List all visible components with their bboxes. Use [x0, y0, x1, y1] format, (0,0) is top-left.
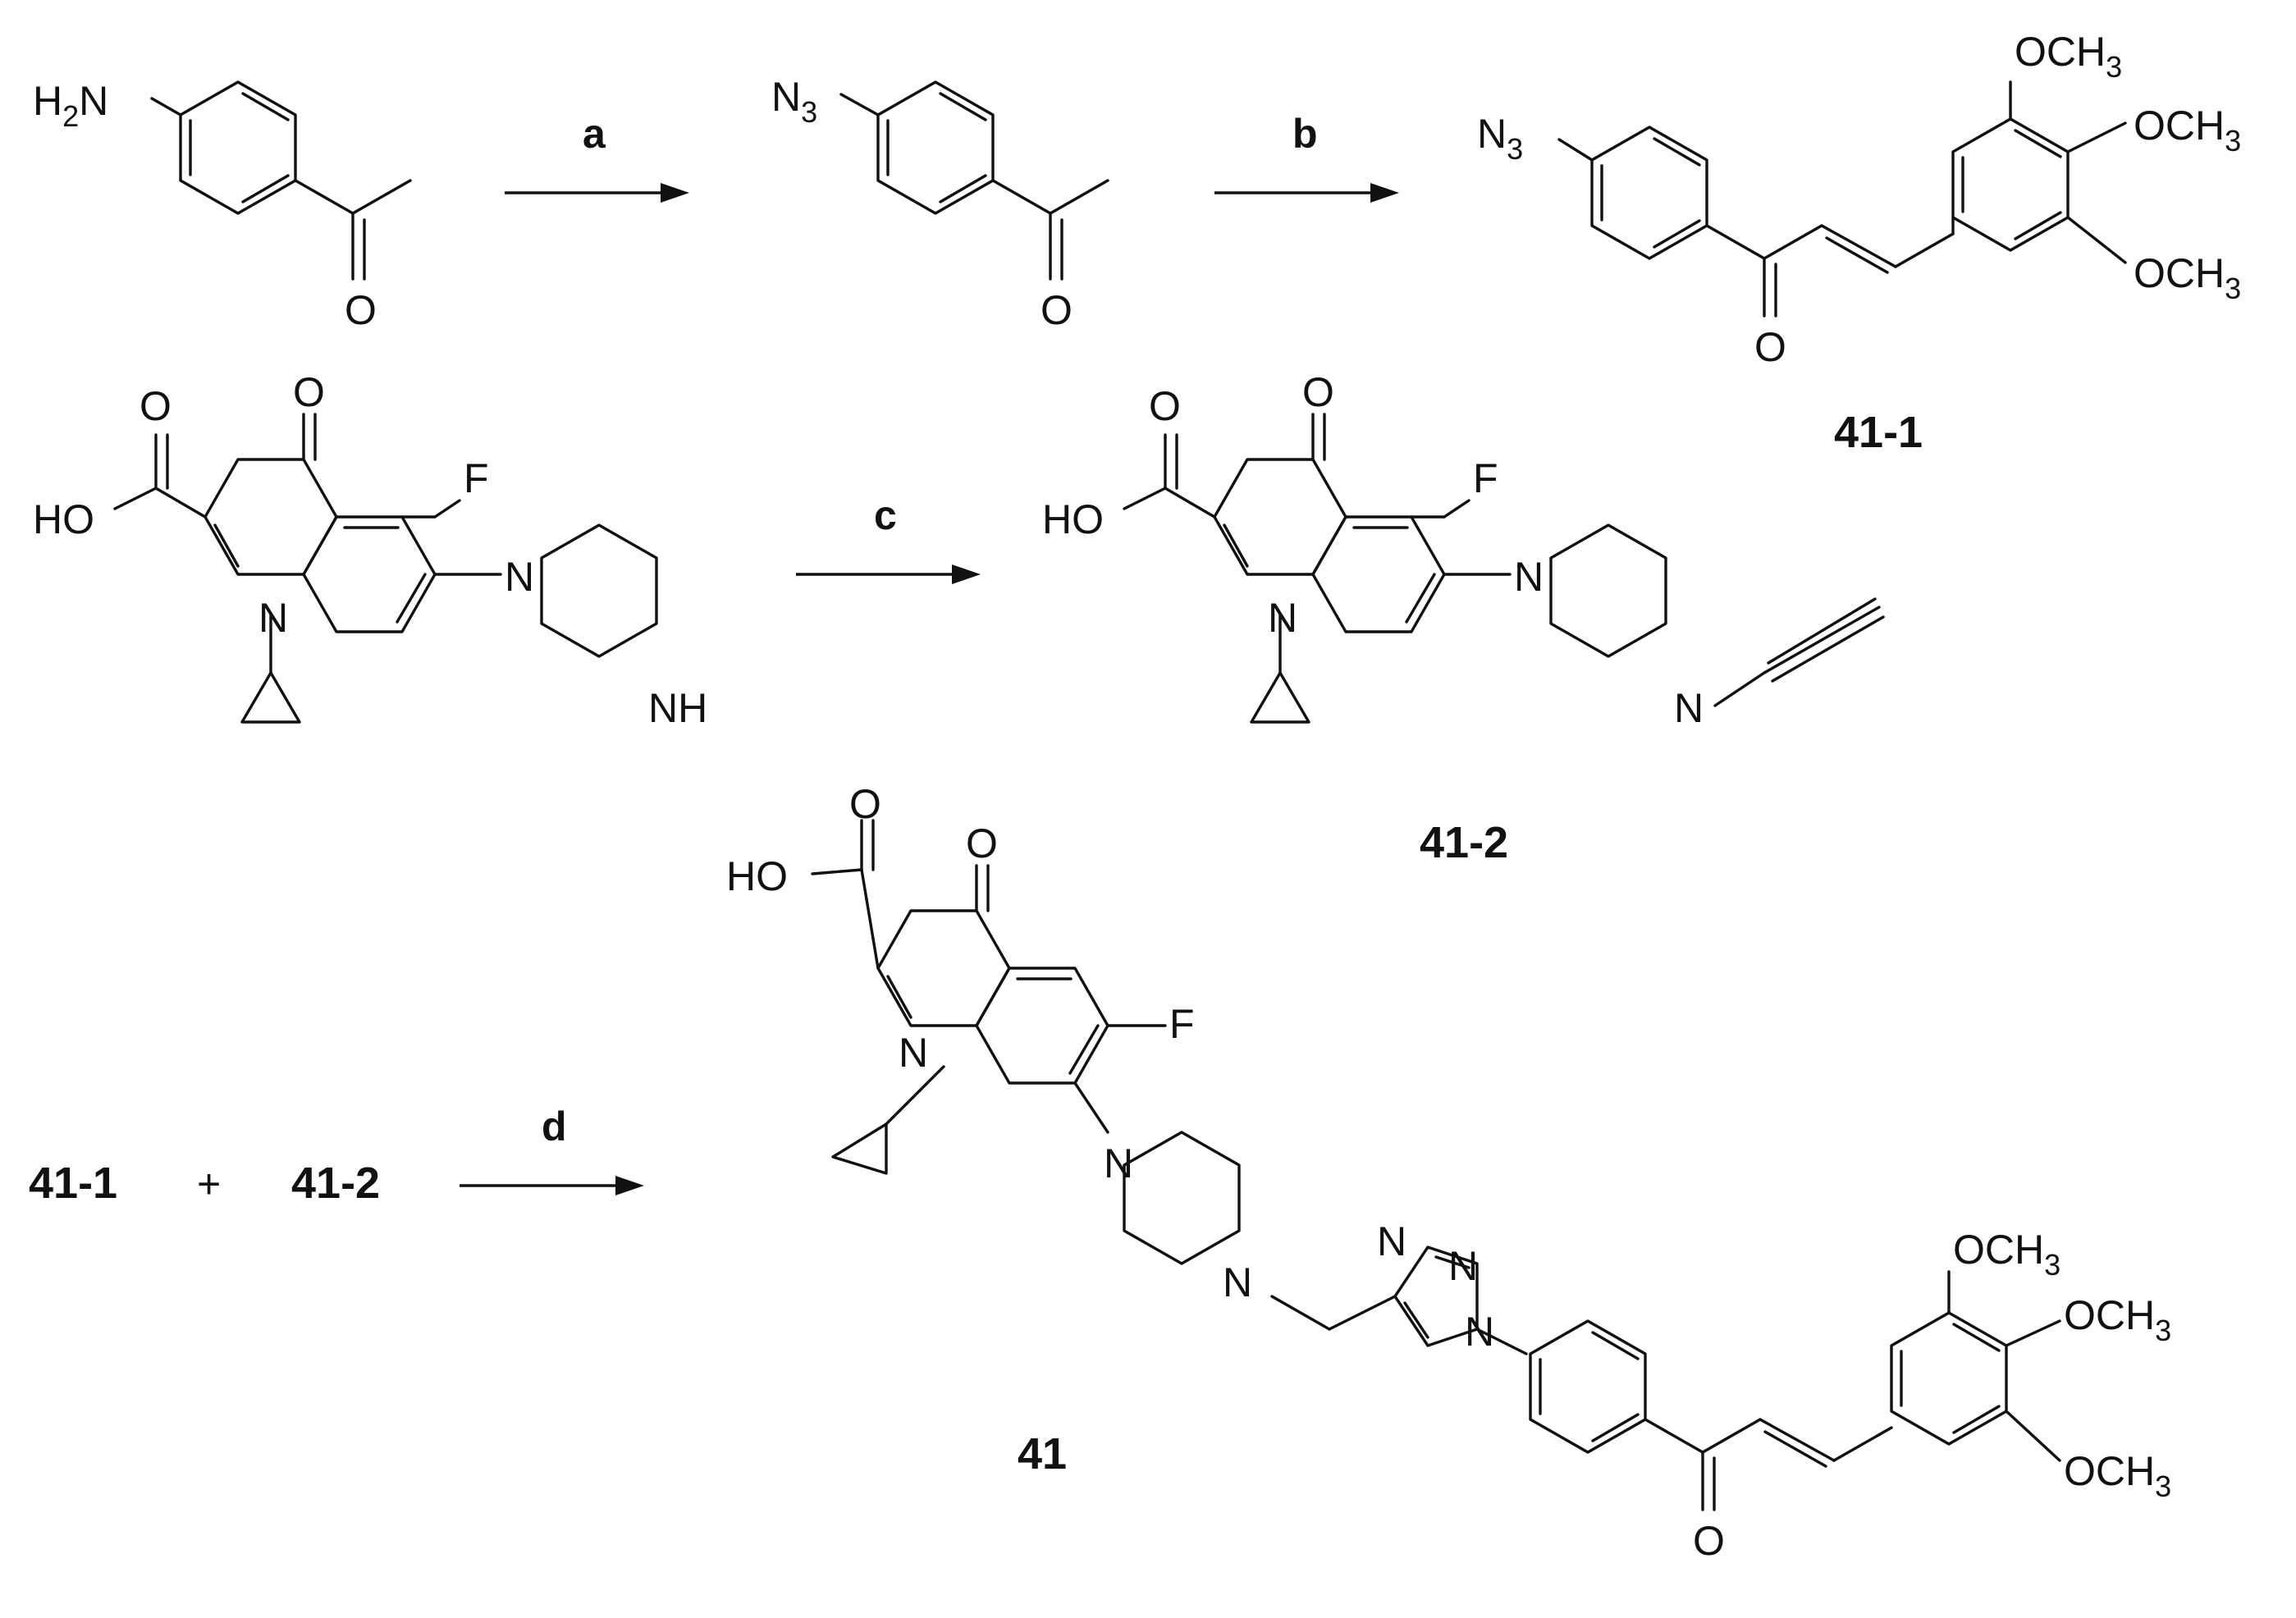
- methoxy-label: OCH3: [2134, 103, 2241, 158]
- compound-label-41: 41: [1018, 1429, 1067, 1479]
- azide-label: N3: [1477, 111, 1523, 166]
- arrow-a: [505, 183, 689, 203]
- methoxy-label: OCH3: [2064, 1292, 2171, 1347]
- step-label-a: a: [583, 111, 606, 157]
- compound-4-aminoacetophenone: [150, 80, 412, 281]
- hydroxyl-label: HO: [1042, 496, 1104, 542]
- step-label-c: c: [874, 492, 897, 538]
- methoxy-label: OCH3: [2064, 1448, 2171, 1503]
- methoxy-label: OCH3: [1953, 1227, 2060, 1282]
- carbonyl-o-label: O: [1754, 324, 1786, 370]
- carbonyl-o-label: O: [293, 369, 325, 415]
- n1-label: N: [899, 1030, 928, 1076]
- methoxy-label: OCH3: [2015, 29, 2122, 84]
- fluorine-label: F: [464, 455, 489, 501]
- methoxy-label: OCH3: [2134, 250, 2241, 305]
- compound-4-azidoacetophenone: [839, 80, 1109, 281]
- fluorine-label: F: [1169, 1001, 1195, 1047]
- compound-41-structure: [811, 819, 2061, 1511]
- hydroxyl-label: HO: [726, 853, 788, 899]
- compound-label-41-2: 41-2: [1420, 818, 1508, 867]
- arrow-b: [1214, 183, 1399, 203]
- carbonyl-o-label: O: [1302, 369, 1334, 415]
- triazole-n2-label: N: [1448, 1243, 1478, 1289]
- amine-label: H2N: [33, 78, 108, 133]
- reactant-41-1: 41-1: [29, 1159, 117, 1208]
- piperazine-n-label: N: [1104, 1140, 1133, 1186]
- plus-sign: +: [197, 1161, 221, 1207]
- step-label-d: d: [542, 1104, 567, 1150]
- azide-label: N3: [771, 74, 817, 129]
- arrow-d: [460, 1176, 644, 1195]
- n1-label: N: [258, 595, 288, 641]
- step-label-b: b: [1292, 111, 1318, 157]
- hydroxyl-label: HO: [33, 496, 94, 542]
- piperazine-n-label: N: [1514, 554, 1544, 600]
- compound-41-1-structure: [1557, 80, 2127, 318]
- n1-label: N: [1268, 595, 1297, 641]
- piperazine-n-label: N: [505, 554, 534, 600]
- piperazine-n-label: N: [1223, 1259, 1252, 1305]
- arrow-c: [796, 564, 981, 584]
- carbonyl-o-label: O: [345, 287, 377, 333]
- carbonyl-o-label: O: [966, 820, 998, 866]
- acid-o-label: O: [139, 383, 172, 429]
- reactant-41-2: 41-2: [291, 1159, 380, 1208]
- triazole-n1-label: N: [1465, 1309, 1494, 1355]
- compound-ciprofloxacin: [113, 413, 658, 724]
- piperazine-nh-label: NH: [648, 685, 707, 731]
- carbonyl-o-label: O: [1041, 287, 1073, 333]
- compound-41-2-structure: [1123, 413, 1885, 724]
- triazole-n3-label: N: [1377, 1218, 1406, 1264]
- piperazine-n-label: N: [1674, 685, 1704, 731]
- compound-label-41-1: 41-1: [1834, 408, 1923, 457]
- fluorine-label: F: [1473, 455, 1498, 501]
- carbonyl-o-label: O: [1693, 1518, 1725, 1564]
- acid-o-label: O: [1149, 383, 1181, 429]
- acid-o-label: O: [849, 781, 881, 827]
